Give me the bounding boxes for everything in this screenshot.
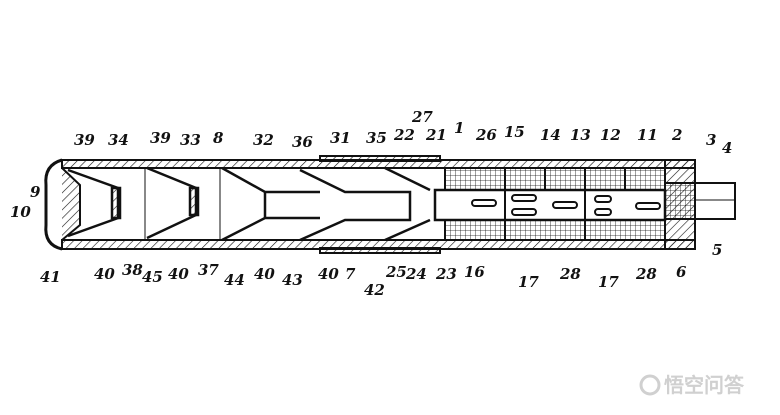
reference-numeral: 7 [345,265,356,283]
reference-numeral: 21 [425,126,447,144]
reference-numeral: 34 [108,131,129,149]
reference-numeral: 37 [198,261,219,279]
watermark: 悟空问答 [639,373,745,397]
reference-numeral: 40 [94,265,115,283]
reference-numeral: 8 [213,129,224,147]
reference-numeral: 4 [722,139,732,157]
reference-numeral: 26 [475,126,497,144]
reference-numeral: 35 [366,129,387,147]
reference-numeral: 6 [676,263,687,281]
reference-numeral: 40 [254,265,275,283]
reference-numeral: 39 [150,129,171,147]
reference-numeral: 10 [10,203,31,221]
reference-numeral: 3 [706,131,716,149]
reference-numeral: 9 [30,183,41,201]
reference-numeral: 25 [385,263,407,281]
reference-numeral: 27 [411,108,433,126]
watermark-text: 悟空问答 [664,373,745,397]
reference-numeral: 40 [168,265,189,283]
reference-numeral: 43 [282,271,303,289]
reference-numeral: 31 [330,129,351,147]
reference-numeral: 13 [570,126,591,144]
reference-numeral: 17 [598,273,619,291]
watermark-logo-icon [639,374,661,396]
reference-numeral: 33 [180,131,201,149]
reference-numeral: 2 [671,126,682,144]
reference-numeral: 12 [600,126,621,144]
reference-numeral: 16 [464,263,485,281]
reference-numeral: 42 [364,281,385,299]
reference-numeral: 38 [122,261,143,279]
reference-numeral: 39 [74,131,95,149]
reference-numeral: 28 [635,265,657,283]
reference-numeral: 24 [405,265,427,283]
reference-numeral: 36 [292,133,313,151]
reference-numeral: 17 [518,273,539,291]
reference-numeral: 45 [142,268,163,286]
reference-numeral: 23 [435,265,457,283]
reference-numeral: 22 [393,126,415,144]
coil-section [433,167,667,241]
reference-numeral: 44 [224,271,245,289]
reference-numeral: 11 [637,126,658,144]
outlet-end [664,159,736,250]
reference-numeral: 40 [318,265,339,283]
reference-numeral: 15 [504,123,525,141]
reference-numeral: 1 [454,119,464,137]
reference-numeral: 41 [40,268,61,286]
reference-numeral: 5 [712,241,722,259]
reference-numeral: 32 [253,131,274,149]
reference-numeral: 14 [540,126,561,144]
baffle-cones [67,166,431,242]
reference-numeral: 28 [559,265,581,283]
